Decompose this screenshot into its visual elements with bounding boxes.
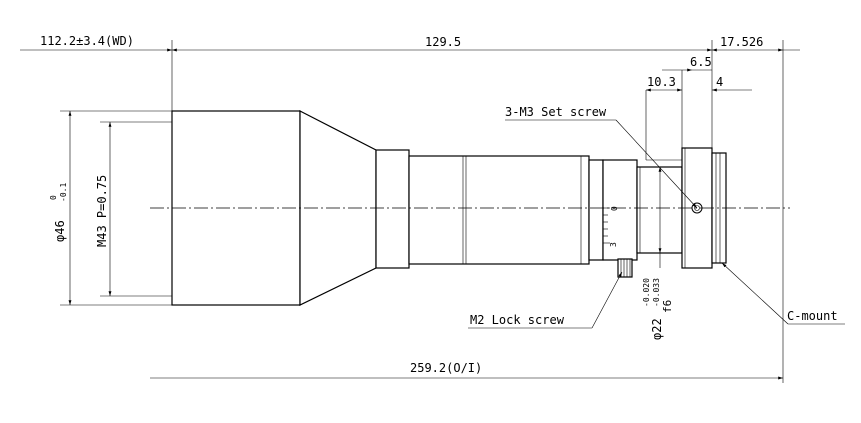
set-screw-leader: [505, 119, 698, 209]
d-4-dimension: 4: [716, 75, 723, 89]
phi22-dimension-lines: [646, 159, 682, 268]
set-screw-label: 3-M3 Set screw: [505, 105, 607, 119]
front-barrel: [171, 110, 301, 306]
dia46-tol-upper: 0: [49, 195, 58, 200]
lock-screw-leader: [468, 271, 623, 329]
dia22-tol-lower: -0.033: [652, 278, 661, 307]
step-ring: [375, 149, 410, 269]
total-length-dimension: 259.2(O/I): [410, 361, 482, 375]
c-mount-label: C-mount: [787, 309, 838, 323]
aperture-ring: [602, 159, 638, 261]
left-dimensions: [60, 110, 172, 306]
dia22-tol-upper: -0.020: [642, 278, 651, 307]
dia46-tol-lower: -0.1: [59, 183, 68, 202]
fit-dimension: f6: [661, 300, 674, 313]
dia22-dimension: φ22: [650, 318, 664, 340]
d-10-3-dimension: 10.3: [647, 75, 676, 89]
wd-dimension: 112.2±3.4(WD): [40, 34, 134, 48]
d-6-5-dimension: 6.5: [690, 55, 712, 69]
rear-tube: [636, 166, 683, 254]
length-17-dimension: 17.526: [720, 35, 763, 49]
thread-dimension: M43 P=0.75: [95, 175, 109, 247]
length-129-dimension: 129.5: [425, 35, 461, 49]
scale-zero-label: 0: [610, 206, 619, 211]
main-tube: [408, 155, 590, 265]
scale-three-label: 3: [609, 242, 618, 247]
iris-ring: [588, 159, 604, 261]
c-mount-leader: [721, 262, 845, 325]
dia46-dimension: φ46: [53, 220, 67, 242]
top-dimensions: [20, 40, 800, 383]
lock-screw-label: M2 Lock screw: [470, 313, 565, 327]
